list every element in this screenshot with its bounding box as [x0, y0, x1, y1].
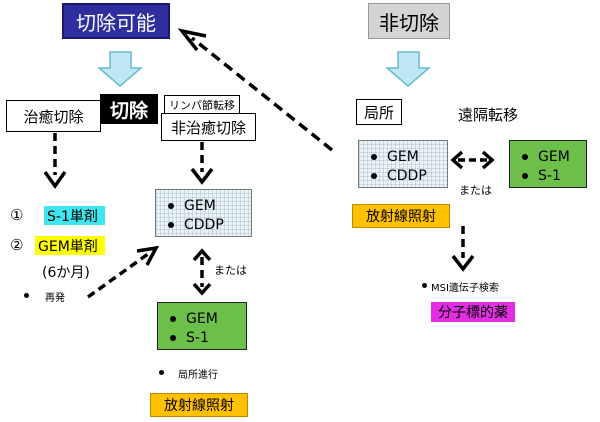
option1-number: ① [10, 206, 24, 224]
duration-label: (6か月) [42, 265, 90, 281]
drug-cddp: CDDP [387, 167, 427, 184]
recurrence-bullet [24, 293, 29, 298]
local-progression-label: 局所進行 [178, 370, 218, 381]
header-unresectable: 非切除 [368, 3, 450, 39]
msi-label: MSI遺伝子検索 [431, 283, 499, 294]
block-arrow-unresectable [384, 51, 432, 87]
drug-cddp: CDDP [184, 216, 224, 233]
header-resectable: 切除可能 [62, 3, 170, 39]
arrow-to-resectable [190, 36, 334, 152]
gem-cddp-box-center: GEM CDDP [155, 189, 252, 237]
drug-gem: GEM [186, 310, 218, 327]
gem-s1-box-center: GEM S-1 [157, 302, 247, 350]
option2-number: ② [10, 236, 24, 254]
local-progression-bullet [159, 370, 164, 375]
gem-s1-box-right: GEM S-1 [509, 140, 587, 188]
lymph-metastasis-label: リンパ節転移 [164, 95, 240, 115]
gem-cddp-box-right: GEM CDDP [358, 140, 448, 188]
local-box: 局所 [356, 99, 402, 125]
radiation-label-right: 放射線照射 [352, 204, 450, 228]
drug-s1: S-1 [186, 329, 209, 346]
drug-s1: S-1 [538, 167, 561, 184]
block-arrow-resectable [96, 51, 144, 87]
option1-label: S-1単剤 [44, 206, 105, 225]
msi-bullet [422, 283, 427, 288]
option2-label: GEM単剤 [35, 236, 105, 255]
molecular-target-label: 分子標的薬 [431, 302, 515, 322]
or-label-right: または [459, 184, 492, 197]
recurrence-label: 再発 [45, 293, 65, 304]
curative-resection-box: 治癒切除 [6, 100, 101, 132]
radiation-label-center: 放射線照射 [150, 393, 248, 417]
arrow-recurrence [86, 252, 150, 299]
drug-gem: GEM [184, 197, 216, 214]
or-label-center: または [214, 264, 247, 277]
drug-gem: GEM [538, 148, 570, 165]
resection-box: 切除 [100, 94, 158, 124]
drug-gem: GEM [387, 148, 419, 165]
noncurative-resection-box: 非治癒切除 [161, 113, 256, 141]
distant-metastasis-label: 遠隔転移 [458, 106, 519, 124]
